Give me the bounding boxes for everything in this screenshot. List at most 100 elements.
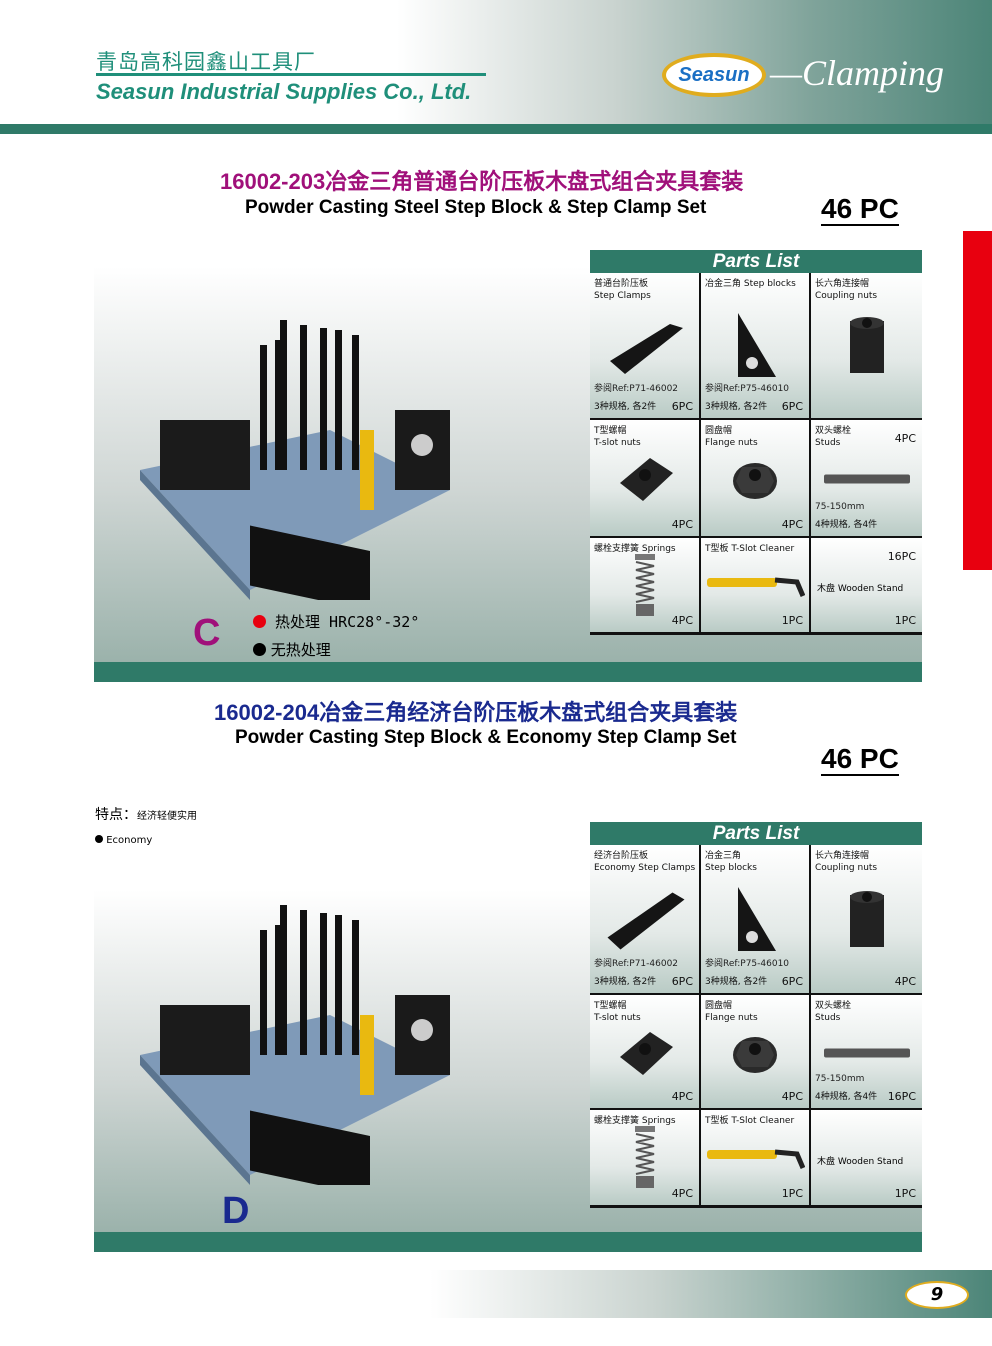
part-quantity: 1PC [781, 1187, 803, 1200]
stud-rod [320, 328, 327, 470]
part-quantity: 4PC [781, 518, 803, 531]
part-name-cn: 长六角连接帽 [815, 279, 870, 289]
stud-rod [280, 905, 287, 1055]
part-name-en: Step blocks [705, 863, 757, 873]
set-d-bottom-bar [94, 1232, 922, 1252]
set-d-product-image [130, 885, 460, 1197]
part-quantity: 1PC [781, 614, 803, 627]
step-clamp-icon [605, 316, 685, 380]
part-reference: 75-150mm [815, 1074, 865, 1084]
part-quantity: 6PC [671, 400, 693, 413]
part-name-en: Economy Step Clamps [594, 863, 696, 873]
coupling-nut-icon [847, 315, 887, 381]
legend-no-heat: 无热处理 [253, 639, 331, 660]
part-name: 木盘 Wooden Stand [817, 1156, 904, 1167]
flange-nut-icon [730, 453, 780, 507]
red-dot-icon [253, 615, 266, 628]
part-name-cn: 冶金三角 Step blocks [705, 279, 796, 289]
stud-rod [320, 913, 327, 1055]
part-name-en: Studs [815, 1013, 841, 1023]
t-slot-nut-icon [615, 453, 675, 507]
company-name-cn: 青岛高科园鑫山工具厂 [96, 50, 316, 74]
parts-list-header: Parts List [590, 822, 922, 845]
spring-icon [630, 1124, 660, 1194]
legend-label: 热处理 HRC28°-32° [275, 613, 420, 631]
footer-band [430, 1270, 992, 1318]
spring-icon [630, 552, 660, 622]
part-spec: 3种规格, 各2件 [594, 977, 657, 987]
part-quantity: 6PC [671, 975, 693, 988]
part-name-cn: 长六角连接帽 [815, 851, 870, 861]
legend-heat-treated: 热处理 HRC28°-32° [253, 611, 419, 632]
company-name-en: Seasun Industrial Supplies Co., Ltd. [96, 79, 472, 104]
part-name-cn: 螺栓支撑簧 Springs [594, 544, 676, 554]
part-name-cn: 冶金三角 [705, 851, 742, 861]
part-name: 木盘 Wooden Stand [817, 584, 904, 595]
part-name-en: Flange nuts [705, 1013, 758, 1023]
company-underline [96, 73, 486, 76]
economy-step-clamp-icon [602, 887, 687, 956]
part-name-cn: 圆盘帽 [705, 1001, 733, 1011]
stud-icon [822, 471, 912, 490]
set-c-letter: C [193, 612, 221, 654]
set-c-bottom-bar [94, 662, 922, 682]
feature-heading: 特点： [95, 807, 137, 823]
part-name-cn: T型板 T-Slot Cleaner [705, 1116, 795, 1126]
step-block-icon [730, 885, 780, 959]
part-spec: 3种规格, 各2件 [594, 402, 657, 412]
part-spec: 3种规格, 各2件 [705, 402, 768, 412]
flange-nut-icon [730, 1027, 780, 1081]
stud-rod [300, 325, 307, 470]
part-name-en: Coupling nuts [815, 291, 878, 301]
side-tab-marker [963, 231, 992, 570]
part-quantity: 4PC [671, 614, 693, 627]
feature-bullet-text: Economy [106, 835, 153, 846]
part-reference: 参阅Ref:P71-46002 [594, 959, 679, 969]
set-d-count: 46 PC [821, 743, 899, 776]
part-quantity: 4PC [781, 1090, 803, 1103]
stud-rod [335, 330, 342, 470]
stud-rod [352, 920, 359, 1055]
part-quantity: 6PC [781, 400, 803, 413]
part-name-cn: 圆盘帽 [705, 426, 733, 436]
part-spec: 3种规格, 各2件 [705, 977, 768, 987]
set-c-title-cn: 16002-203冶金三角普通台阶压板木盘式组合夹具套装 [220, 169, 744, 194]
legend-label: 无热处理 [270, 641, 331, 659]
stud-rod [335, 915, 342, 1055]
part-quantity: 1PC [894, 1187, 916, 1200]
parts-list-header: Parts List [590, 250, 922, 273]
part-name-en: Studs [815, 438, 841, 448]
feature-bullet: Economy [95, 835, 152, 846]
stud-rod [275, 925, 282, 1055]
part-spec: 4种规格, 各4件 [815, 520, 878, 530]
black-dot-icon [253, 643, 266, 656]
part-cell: 木盘 Wooden Stand 1PC [811, 1110, 922, 1205]
part-name-cn: T型板 T-Slot Cleaner [705, 544, 795, 554]
set-c-count: 46 PC [821, 193, 899, 226]
feature-text: 经济轻便实用 [137, 811, 197, 822]
set-d-title-cn: 16002-204冶金三角经济台阶压板木盘式组合夹具套装 [214, 700, 738, 725]
set-c-product-image [130, 300, 460, 612]
t-slot-nut-icon [615, 1027, 675, 1081]
t-slot-cleaner-icon [705, 570, 806, 604]
part-name-cn: 普通台阶压板 [594, 279, 649, 289]
part-name-cn: T型螺帽 [594, 1001, 627, 1011]
part-spec: 4种规格, 各4件 [815, 1092, 878, 1102]
page-number: 9 [905, 1281, 969, 1309]
t-slot-cleaner-icon [705, 1142, 806, 1176]
part-name-en: Flange nuts [705, 438, 758, 448]
stud-icon [822, 1044, 912, 1063]
part-name-cn: 螺栓支撑簧 Springs [594, 1116, 676, 1126]
stud-rod [260, 345, 267, 470]
stud-rod [275, 340, 282, 470]
part-quantity: 4PC [671, 518, 693, 531]
